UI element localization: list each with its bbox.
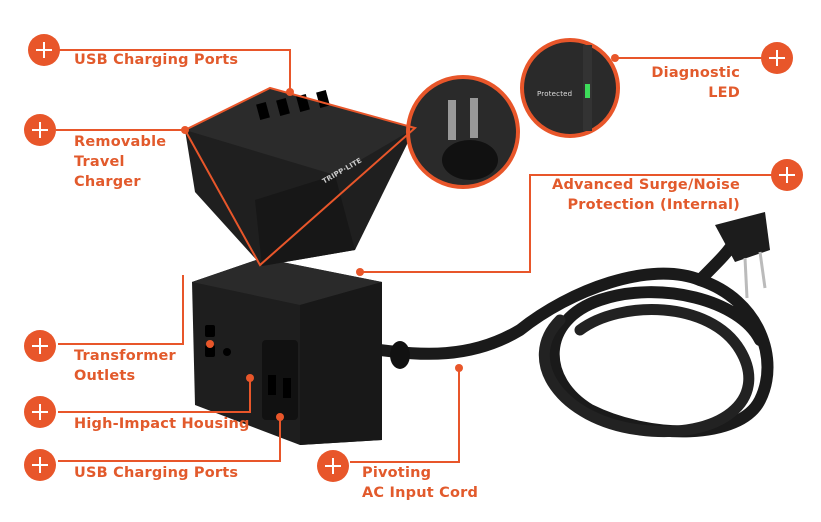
leader-lines bbox=[56, 49, 772, 463]
expand-housing-button[interactable] bbox=[24, 396, 56, 428]
callout-text: LED bbox=[708, 85, 740, 101]
callout-surge: Advanced Surge/Noise Protection (Interna… bbox=[552, 175, 740, 215]
usb-port bbox=[268, 375, 276, 395]
callout-text: Diagnostic bbox=[651, 65, 740, 81]
expand-surge-button[interactable] bbox=[771, 159, 803, 191]
callout-text: AC Input Cord bbox=[362, 485, 479, 501]
callout-cord: Pivoting AC Input Cord bbox=[362, 463, 478, 503]
outlet-slot bbox=[205, 325, 215, 337]
led-label: Protected bbox=[537, 90, 573, 98]
callout-usb-top: USB Charging Ports bbox=[74, 50, 238, 70]
callout-text: Pivoting bbox=[362, 465, 432, 481]
led-indicator bbox=[585, 84, 590, 98]
ac-input-cord bbox=[374, 234, 774, 438]
plug-detail-inset bbox=[406, 75, 520, 189]
callout-text: Charger bbox=[74, 174, 141, 190]
expand-transformer-button[interactable] bbox=[24, 330, 56, 362]
callout-text: Transformer bbox=[74, 348, 176, 364]
callout-diagnostic-led: Diagnostic LED bbox=[651, 63, 740, 103]
expand-usb-top-button[interactable] bbox=[28, 34, 60, 66]
usb-port bbox=[276, 97, 290, 117]
callout-housing: High-Impact Housing bbox=[74, 414, 250, 434]
callout-text: Protection (Internal) bbox=[567, 197, 740, 213]
callout-text: USB Charging Ports bbox=[74, 52, 239, 68]
usb-port bbox=[256, 101, 270, 121]
callout-text: Travel bbox=[74, 154, 125, 170]
expand-diagnostic-led-button[interactable] bbox=[761, 42, 793, 74]
outlet-slot bbox=[205, 345, 215, 357]
callout-text: Outlets bbox=[74, 368, 136, 384]
callout-text: Removable bbox=[74, 134, 167, 150]
callout-usb-bottom: USB Charging Ports bbox=[74, 463, 238, 483]
leader-dots bbox=[181, 54, 619, 421]
expand-cord-button[interactable] bbox=[317, 450, 349, 482]
diagnostic-led-inset bbox=[520, 38, 620, 138]
plug-icon bbox=[715, 212, 770, 299]
callout-travel-charger: Removable Travel Charger bbox=[74, 132, 166, 192]
expand-travel-charger-button[interactable] bbox=[24, 114, 56, 146]
power-strip-base bbox=[192, 258, 410, 445]
callout-transformer: Transformer Outlets bbox=[74, 346, 176, 386]
callout-text: High-Impact Housing bbox=[74, 416, 250, 432]
callout-text: USB Charging Ports bbox=[74, 465, 239, 481]
expand-usb-bottom-button[interactable] bbox=[24, 449, 56, 481]
travel-charger bbox=[185, 88, 415, 266]
callout-text: Advanced Surge/Noise bbox=[552, 177, 740, 193]
usb-port bbox=[283, 378, 291, 398]
